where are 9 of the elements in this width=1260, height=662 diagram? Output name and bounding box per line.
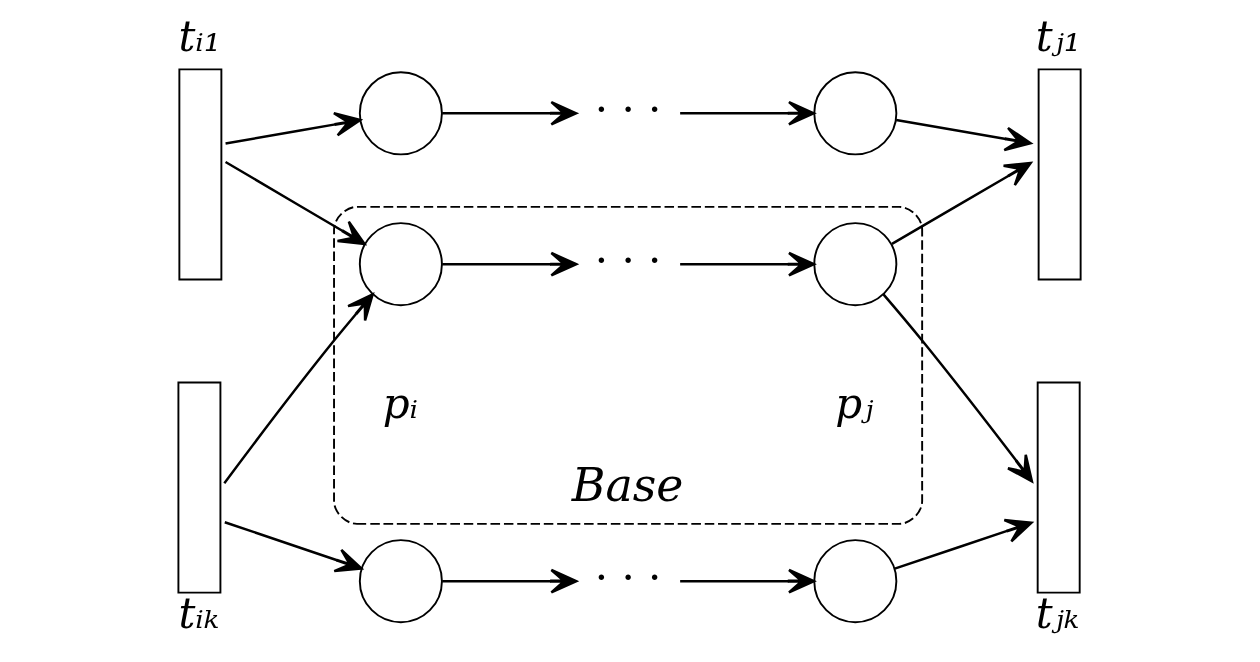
node-label: pᵢ xyxy=(382,379,419,429)
node-label: tᵢₖ xyxy=(178,589,220,639)
node-text: · · · xyxy=(594,235,662,285)
node-label: tᵢ₁ xyxy=(178,12,221,62)
node-label: tⱼₖ xyxy=(1035,589,1080,639)
node-text: · · · xyxy=(594,85,662,135)
node-label: pⱼ xyxy=(835,379,874,429)
node-label: tⱼ₁ xyxy=(1035,12,1081,62)
node-text: · · · xyxy=(594,552,662,602)
